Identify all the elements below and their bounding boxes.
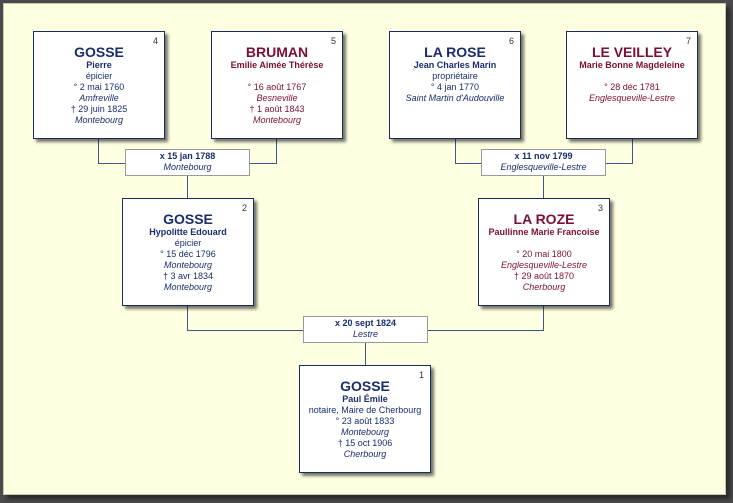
connector-line xyxy=(455,139,456,164)
person-card-7[interactable]: 7 LE VEILLEY Marie Bonne Magdeleine ° 28… xyxy=(566,31,698,139)
person-birth: ° 2 mai 1760 xyxy=(73,82,125,92)
person-card-4[interactable]: 4 GOSSE Pierre épicier ° 2 mai 1760 Amfr… xyxy=(33,31,165,139)
person-surname: BRUMAN xyxy=(245,44,309,60)
person-birth: ° 15 déc 1796 xyxy=(160,249,216,259)
marriage-place: Montebourg xyxy=(163,162,212,172)
person-death-place: Cherbourg xyxy=(522,282,566,292)
person-birth-place: Saint Martin d'Audouville xyxy=(405,93,505,103)
person-birth-place: Montebourg xyxy=(340,427,390,437)
person-number: 2 xyxy=(241,203,247,213)
person-given-name: Jean Charles Marin xyxy=(413,60,497,70)
person-number: 7 xyxy=(685,36,691,46)
person-birth: ° 23 août 1833 xyxy=(335,416,395,426)
person-surname: GOSSE xyxy=(340,378,390,394)
person-given-name: Pierre xyxy=(86,60,112,70)
person-surname: LA ROZE xyxy=(513,211,575,227)
person-death-place: Cherbourg xyxy=(343,449,387,459)
person-birth: ° 16 août 1767 xyxy=(247,82,307,92)
person-occupation: notaire, Maire de Cherbourg xyxy=(308,405,422,415)
marriage-date: x 15 jan 1788 xyxy=(159,151,216,161)
person-birth: ° 28 déc 1781 xyxy=(604,82,660,92)
person-given-name: Marie Bonne Magdeleine xyxy=(579,60,685,70)
person-card-1[interactable]: 1 GOSSE Paul Émile notaire, Maire de Che… xyxy=(299,365,431,473)
marriage-box-4-5: x 15 jan 1788 Montebourg xyxy=(125,149,250,176)
person-occupation: épicier xyxy=(174,238,202,248)
person-death-place: Montebourg xyxy=(74,115,124,125)
connector-line xyxy=(276,139,277,164)
person-surname: LE VEILLEY xyxy=(591,44,673,60)
marriage-date: x 20 sept 1824 xyxy=(334,318,397,328)
person-card-2[interactable]: 2 GOSSE Hypolitte Edouard épicier ° 15 d… xyxy=(122,198,254,306)
tree-frame: 4 GOSSE Pierre épicier ° 2 mai 1760 Amfr… xyxy=(3,3,726,495)
person-occupation: propriétaire xyxy=(432,71,478,81)
connector-line xyxy=(187,176,188,199)
marriage-date: x 11 nov 1799 xyxy=(514,151,573,161)
person-card-5[interactable]: 5 BRUMAN Emilie Aimée Thérèse ° 16 août … xyxy=(211,31,343,139)
person-number: 1 xyxy=(418,370,424,380)
person-birth: ° 20 mai 1800 xyxy=(516,249,572,259)
person-death: † 29 août 1870 xyxy=(513,271,575,281)
person-death: † 1 août 1843 xyxy=(249,104,305,114)
person-card-3[interactable]: 3 LA ROZE Paullinne Marie Francoise ° 20… xyxy=(478,198,610,306)
person-birth-place: Montebourg xyxy=(163,260,213,270)
person-birth-place: Englesqueville-Lestre xyxy=(500,260,588,270)
person-birth-place: Amfreville xyxy=(79,93,119,103)
connector-line xyxy=(543,176,544,199)
marriage-box-2-3: x 20 sept 1824 Lestre xyxy=(303,316,428,343)
person-surname: GOSSE xyxy=(163,211,213,227)
person-death-place: Montebourg xyxy=(252,115,302,125)
marriage-place: Lestre xyxy=(352,329,378,339)
person-number: 6 xyxy=(508,36,514,46)
connector-line xyxy=(543,306,544,331)
person-death: † 15 oct 1906 xyxy=(337,438,393,448)
person-death-place: Montebourg xyxy=(163,282,213,292)
person-birth-place: Besneville xyxy=(256,93,298,103)
connector-line xyxy=(632,139,633,164)
person-occupation: épicier xyxy=(85,71,113,81)
person-death: † 3 avr 1834 xyxy=(162,271,214,281)
person-given-name: Hypolitte Edouard xyxy=(149,227,227,237)
person-surname: GOSSE xyxy=(74,44,124,60)
person-given-name: Emilie Aimée Thérèse xyxy=(230,60,324,70)
person-surname: LA ROSE xyxy=(424,44,486,60)
person-number: 3 xyxy=(597,203,603,213)
person-death: † 29 juin 1825 xyxy=(70,104,128,114)
person-card-6[interactable]: 6 LA ROSE Jean Charles Marin propriétair… xyxy=(389,31,521,139)
person-birth-place: Englesqueville-Lestre xyxy=(588,93,676,103)
connector-line xyxy=(187,306,188,331)
person-given-name: Paullinne Marie Francoise xyxy=(488,227,600,237)
connector-line xyxy=(365,343,366,365)
marriage-place: Englesqueville-Lestre xyxy=(500,162,587,172)
connector-line xyxy=(98,139,99,164)
person-number: 4 xyxy=(152,36,158,46)
person-number: 5 xyxy=(330,36,336,46)
person-given-name: Paul Émile xyxy=(342,394,388,404)
person-birth: ° 4 jan 1770 xyxy=(430,82,480,92)
marriage-box-6-7: x 11 nov 1799 Englesqueville-Lestre xyxy=(481,149,606,176)
